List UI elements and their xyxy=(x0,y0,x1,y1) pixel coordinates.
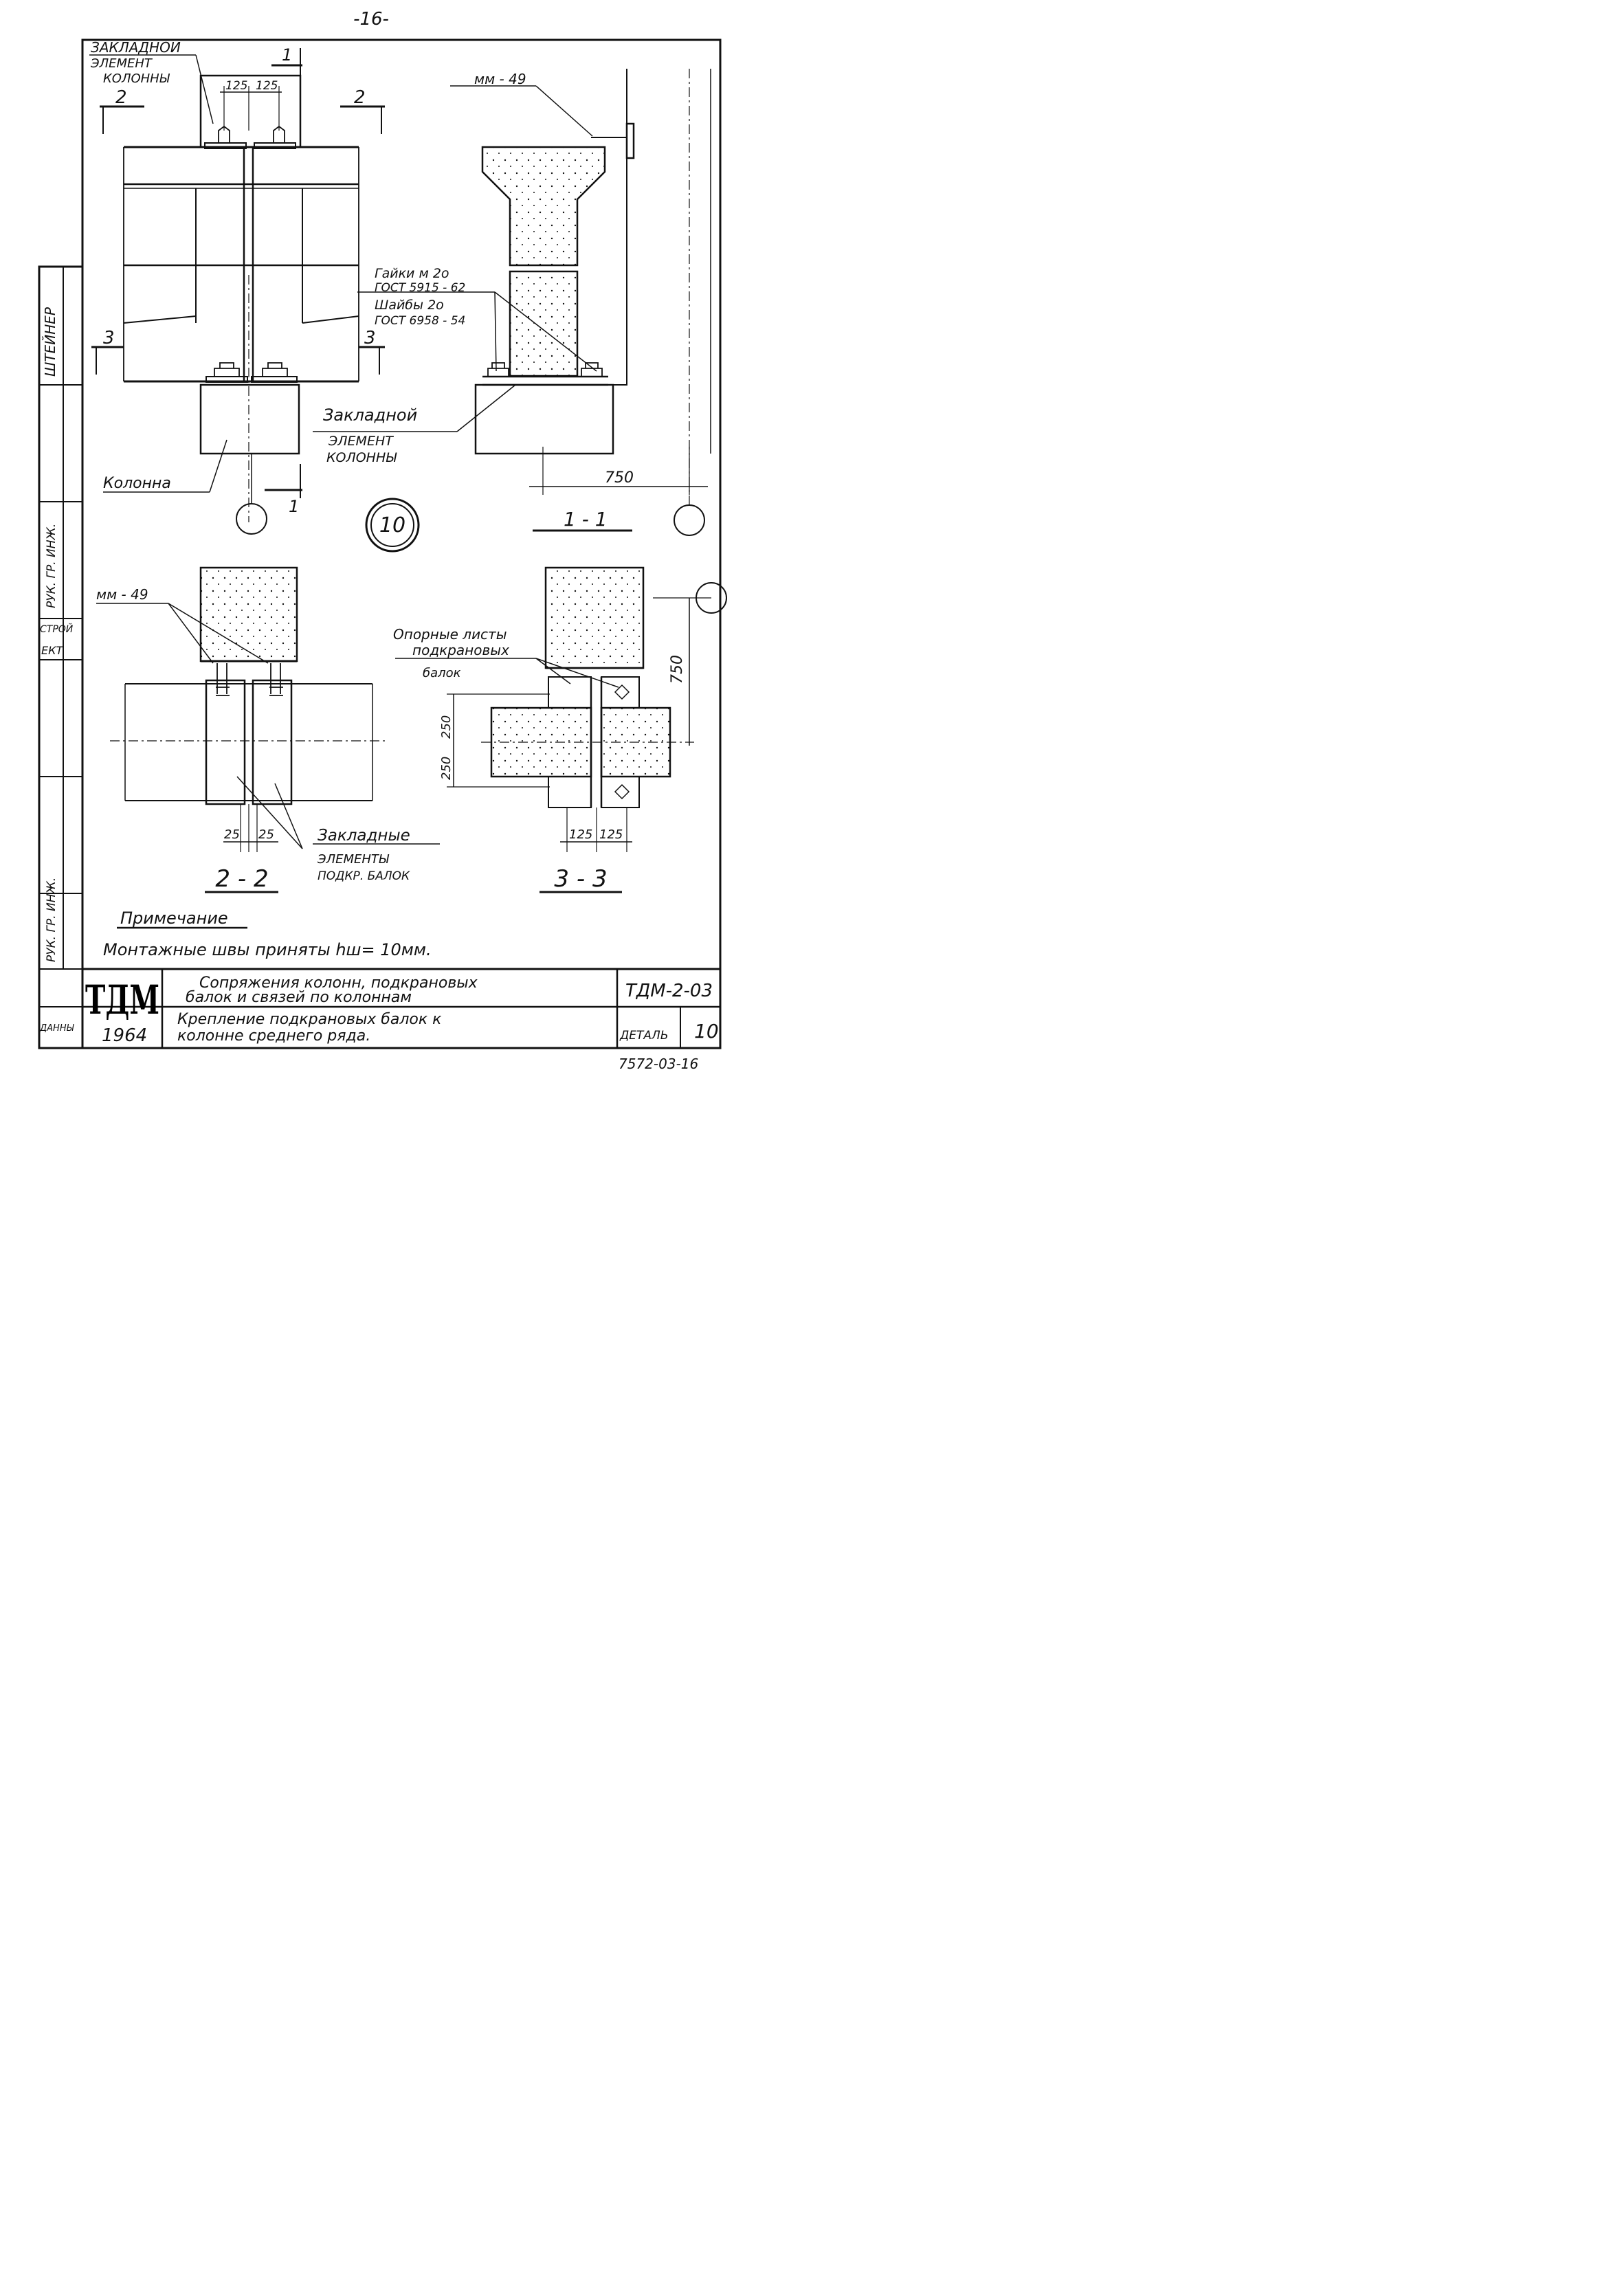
nuts-label-2: ГОСТ 5915 - 62 xyxy=(375,281,465,295)
stamp-role-1: РУК. ГР. ИНЖ. xyxy=(45,524,58,608)
mm49-label-2-2: мм - 49 xyxy=(96,586,148,603)
side-stamp: ШТЕЙНЕР РУК. ГР. ИНЖ. СТРОЙ ЕКТ РУК. ГР.… xyxy=(38,265,84,1049)
washers-label-2: ГОСТ 6958 - 54 xyxy=(375,314,465,328)
title-year: 1964 xyxy=(102,1025,147,1046)
dim-250a: 250 xyxy=(439,715,454,739)
embedded-element-label-2: ЭЛЕМЕНТ xyxy=(90,56,153,71)
section-2-2-title: 2 - 2 xyxy=(215,865,268,893)
embedded-element-label-3: КОЛОННЫ xyxy=(103,71,170,86)
embedded-element-label-1: ЗАКЛАДНОЙ xyxy=(91,39,181,56)
stamp-role-2: РУК. ГР. ИНЖ. xyxy=(45,878,58,962)
section-1-1-view xyxy=(313,69,711,536)
sheet-number: 7572-03-16 xyxy=(619,1056,698,1072)
stamp-name-1: ШТЕЙНЕР xyxy=(42,307,58,377)
cut-3-right: 3 xyxy=(364,328,376,348)
detail-marker-inner xyxy=(370,503,414,547)
mm49-label-top: мм - 49 xyxy=(474,71,526,87)
tdm-logo: ТДМ xyxy=(85,977,159,1023)
embedded-element-2-label-3: КОЛОННЫ xyxy=(326,450,397,465)
title-block xyxy=(82,968,720,1048)
cut-1-top: 1 xyxy=(282,45,292,65)
dim-125d: 125 xyxy=(599,827,623,842)
drawing-sheet: -16- ШТЕЙНЕР РУК. ГР. ИНЖ. СТРОЙ ЕКТ РУК… xyxy=(38,9,727,1072)
detail-marker-circle xyxy=(365,498,420,553)
embedded-element-2-label-2: ЭЛЕМЕНТ xyxy=(328,434,394,449)
stamp-org-1: СТРОЙ xyxy=(40,623,74,635)
title-line-2: балок и связей по колоннам xyxy=(186,989,412,1006)
dim-25b: 25 xyxy=(258,827,274,842)
cut-2-right: 2 xyxy=(354,87,366,108)
section-2-2-view xyxy=(96,566,440,893)
section-1-1-title: 1 - 1 xyxy=(564,508,608,531)
detail-label: ДЕТАЛЬ xyxy=(619,1029,668,1043)
subtitle-line-1: Крепление подкрановых балок к xyxy=(177,1011,442,1028)
drawing-code: ТДМ-2-03 xyxy=(625,981,713,1001)
title-line-1: Сопряжения колонн, подкрановых xyxy=(199,974,478,992)
column-label: Колонна xyxy=(103,475,171,492)
detail-marker-number: 10 xyxy=(379,513,405,537)
cut-1-bottom: 1 xyxy=(289,497,299,516)
cut-3-left: 3 xyxy=(103,328,115,348)
dim-125c: 125 xyxy=(569,827,592,842)
support-plates-label-3: балок xyxy=(423,666,461,680)
embedded-beams-label-2: ЭЛЕМЕНТЫ xyxy=(317,852,390,867)
stamp-org-2: ЕКТ xyxy=(41,644,63,657)
note-text: Монтажные швы приняты hш= 10мм. xyxy=(103,940,432,959)
elevation-view xyxy=(89,48,385,535)
cut-2-left: 2 xyxy=(115,87,127,108)
detail-value: 10 xyxy=(694,1020,719,1043)
note-title: Примечание xyxy=(120,909,228,928)
page-number: -16- xyxy=(353,9,389,30)
embedded-beams-label-3: ПОДКР. БАЛОК xyxy=(318,869,410,883)
dim-250b: 250 xyxy=(439,757,454,780)
washers-label-1: Шайбы 2о xyxy=(375,298,444,313)
dim-750-right: 750 xyxy=(669,655,686,684)
nuts-label-1: Гайки м 2о xyxy=(375,266,449,281)
section-3-3-title: 3 - 3 xyxy=(554,865,607,893)
dim-25a: 25 xyxy=(224,827,240,842)
stamp-data: ДАННЫ xyxy=(39,1023,75,1034)
embedded-beams-label-1: Закладные xyxy=(318,827,410,845)
embedded-element-2-label-1: Закладной xyxy=(323,405,417,425)
dim-750-top: 750 xyxy=(605,469,634,487)
subtitle-line-2: колонне среднего ряда. xyxy=(177,1027,370,1045)
section-3-3-view xyxy=(395,566,727,893)
support-plates-label-2: подкрановых xyxy=(412,642,509,658)
dim-125b: 125 xyxy=(256,79,278,93)
dim-125a: 125 xyxy=(225,79,247,93)
support-plates-label-1: Опорные листы xyxy=(393,626,507,643)
